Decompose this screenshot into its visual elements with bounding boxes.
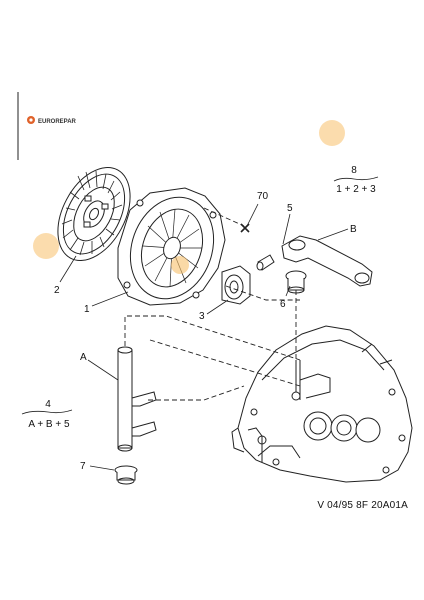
release-bearing <box>221 265 251 305</box>
logo-panel: EUROREPAR <box>17 92 77 160</box>
kit-number: 4 <box>45 399 51 410</box>
highlight-marker <box>171 256 189 274</box>
gearbox-housing <box>231 325 413 483</box>
shaft-bush <box>114 465 138 485</box>
callout-5: 5 <box>287 203 293 214</box>
callout-B: B <box>350 224 357 235</box>
callout-2: 2 <box>54 285 60 296</box>
kit-contents: A + B + 5 <box>28 419 70 430</box>
kit-4-legend: 4 A + B + 5 <box>21 399 73 430</box>
callout-6: 6 <box>280 299 286 310</box>
release-shaft <box>117 346 157 452</box>
guide-bush <box>285 270 307 294</box>
logo-text: EUROREPAR <box>38 119 77 125</box>
clutch-disc <box>57 167 131 261</box>
pressure-plate <box>117 187 226 306</box>
diagram-reference-code: V 04/95 8F 20A01A <box>317 500 408 511</box>
kit-contents: 1 + 2 + 3 <box>336 184 376 195</box>
release-fork <box>281 235 373 287</box>
assembly-guide-lines <box>124 207 301 401</box>
callout-70: 70 <box>257 191 269 202</box>
callout-3: 3 <box>199 311 205 322</box>
highlight-marker <box>33 233 59 259</box>
callout-1: 1 <box>84 304 90 315</box>
callout-7: 7 <box>80 461 86 472</box>
highlight-marker <box>319 120 345 146</box>
kit-8-legend: 8 1 + 2 + 3 <box>333 165 379 195</box>
pivot-pin <box>256 254 275 271</box>
callout-A: A <box>80 352 87 363</box>
callout-leaders <box>59 203 349 471</box>
kit-number: 8 <box>351 165 357 176</box>
